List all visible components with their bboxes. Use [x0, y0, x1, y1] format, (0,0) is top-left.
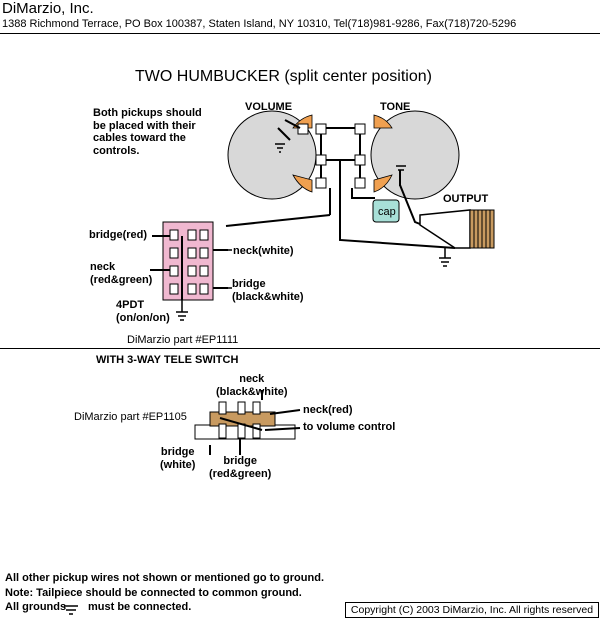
- copyright-notice: Copyright (C) 2003 DiMarzio, Inc. All ri…: [345, 602, 599, 618]
- volume-label: VOLUME: [245, 101, 293, 113]
- note-line-1: Both pickups should: [93, 107, 202, 119]
- company-name: DiMarzio, Inc.: [2, 0, 94, 17]
- note-line-2: be placed with their: [93, 119, 196, 132]
- tele-switch: [194, 390, 301, 455]
- footer-note-3a: All grounds: [5, 601, 67, 613]
- bridge-black-white-line-2: (black&white): [232, 290, 304, 303]
- switch-type-line-1: 4PDT: [116, 299, 145, 311]
- neck-red-green-line-2: (red&green): [90, 273, 153, 286]
- label-pointers: [228, 249, 232, 289]
- note-line-4: controls.: [93, 144, 140, 157]
- ground-symbols: [64, 143, 451, 615]
- footer-note-2: Note: Tailpiece should be connected to c…: [5, 587, 302, 599]
- volume-lug-crescent: [292, 174, 313, 193]
- output-label: OUTPUT: [443, 193, 489, 205]
- neck-white-label: neck(white): [233, 245, 294, 257]
- note-line-3: cables toward the: [93, 132, 186, 144]
- footer-note-3b: must be connected.: [88, 601, 192, 613]
- tone-lug-crescent: [373, 174, 393, 193]
- bridge-black-white-label: bridge (black&white): [232, 278, 304, 303]
- tele-bridge-red-green-label: bridge (red&green): [209, 455, 271, 480]
- bridge-black-white-line-1: bridge: [232, 278, 266, 290]
- tele-bridge-red-green-line-1: bridge: [223, 455, 257, 467]
- tone-label: TONE: [380, 101, 411, 113]
- tele-bridge-white-line-2: (white): [160, 458, 196, 471]
- tele-bridge-white-line-1: bridge: [160, 446, 195, 458]
- footer-note-1: All other pickup wires not shown or ment…: [5, 572, 324, 584]
- top-part-number: DiMarzio part #EP1111: [127, 334, 239, 346]
- tele-neck-line-1: neck: [239, 373, 265, 385]
- output-jack: [419, 209, 495, 249]
- bridge-red-label: bridge(red): [89, 229, 148, 241]
- tele-bridge-red-green-line-2: (red&green): [209, 467, 272, 480]
- switch-type-label: 4PDT (on/on/on): [116, 299, 170, 324]
- tele-neck-red-label: neck(red): [303, 404, 353, 416]
- capacitor: [372, 199, 400, 223]
- switch-type-line-2: (on/on/on): [116, 311, 170, 324]
- bottom-part-number: DiMarzio part #EP1105: [74, 411, 187, 423]
- tone-pot: [370, 110, 460, 200]
- company-address: 1388 Richmond Terrace, PO Box 100387, St…: [2, 18, 517, 30]
- tele-neck-black-white-label: neck (black&white): [216, 373, 288, 398]
- tone-lugs: [354, 123, 366, 189]
- diagram-title: TWO HUMBUCKER (split center position): [135, 68, 432, 85]
- tone-lug-crescent-top: [373, 114, 393, 129]
- wires: [225, 119, 456, 249]
- neck-red-green-label: neck (red&green): [90, 261, 152, 286]
- to-volume-label: to volume control: [303, 421, 396, 433]
- tele-neck-line-2: (black&white): [216, 385, 288, 398]
- header-divider: [0, 33, 600, 34]
- cap-label: cap: [378, 206, 396, 218]
- four-pdt-switch: [150, 221, 228, 301]
- tele-bridge-white-label: bridge (white): [160, 446, 195, 471]
- pickup-note: Both pickups should be placed with their…: [93, 107, 202, 157]
- section-divider: [0, 348, 600, 349]
- neck-red-green-line-1: neck: [90, 261, 116, 273]
- tele-switch-title: WITH 3-WAY TELE SWITCH: [96, 354, 239, 366]
